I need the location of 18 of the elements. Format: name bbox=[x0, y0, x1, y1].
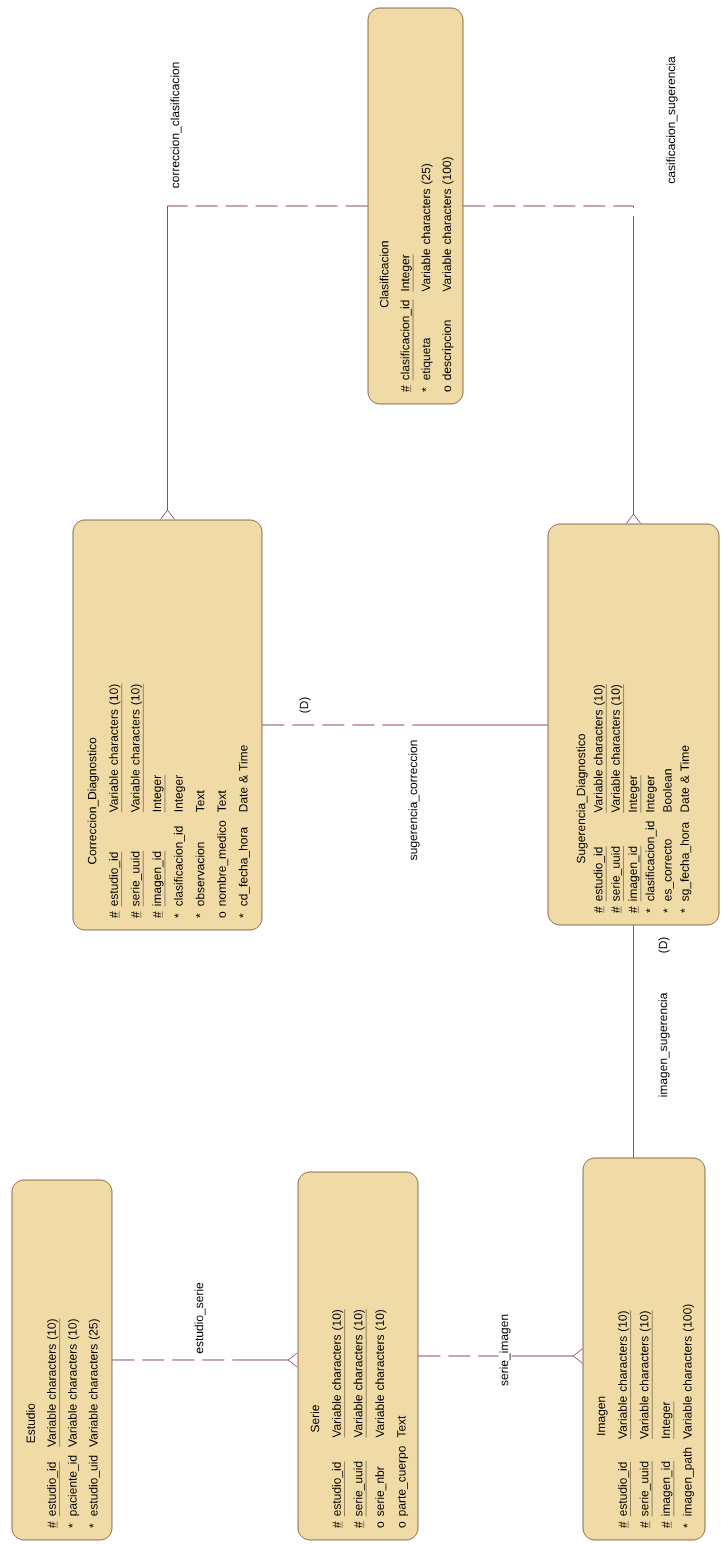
entity-box: Imagen # estudio_id Variable characters (10) # serie_uuid Variable characters (10) # imagen_id Integer * imagen_path Variable characters (100) bbox=[582, 1157, 706, 1541]
entity-box: Estudio # estudio_id Variable characters (10) * paciente_id Variable characters (10) * estudio_uid Variable characters (25) bbox=[11, 1179, 113, 1541]
entity-box: Serie # estudio_id Variable characters (10) # serie_uuid Variable characters (10) o serie_nbr Variable characters (10) o parte_cuerpo Text bbox=[297, 1171, 419, 1541]
dependency-label: (D) bbox=[298, 695, 312, 715]
relationship-label: casificacion_sugerencia bbox=[665, 55, 679, 185]
relationship-line bbox=[160, 205, 369, 520]
relationship-line bbox=[417, 1348, 583, 1364]
relationship-label: serie_imagen bbox=[498, 1313, 512, 1387]
entity-box: Clasificacion # clasificacion_id Integer * etiqueta Variable characters (25) o descripcion Variable characters (100) bbox=[367, 7, 464, 405]
relationship-label: correccion_clasificacion bbox=[169, 60, 183, 190]
relationship-line bbox=[462, 205, 641, 524]
relationship-label: estudio_serie bbox=[193, 1281, 207, 1355]
relationship-label: imagen_sugerencia bbox=[657, 991, 671, 1099]
relationship-line bbox=[633, 924, 634, 1159]
dependency-label: (D) bbox=[657, 935, 671, 955]
relationship-label: sugerencia_correccion bbox=[407, 738, 421, 862]
relationship-line bbox=[111, 1352, 298, 1368]
relationship-line bbox=[261, 724, 549, 726]
